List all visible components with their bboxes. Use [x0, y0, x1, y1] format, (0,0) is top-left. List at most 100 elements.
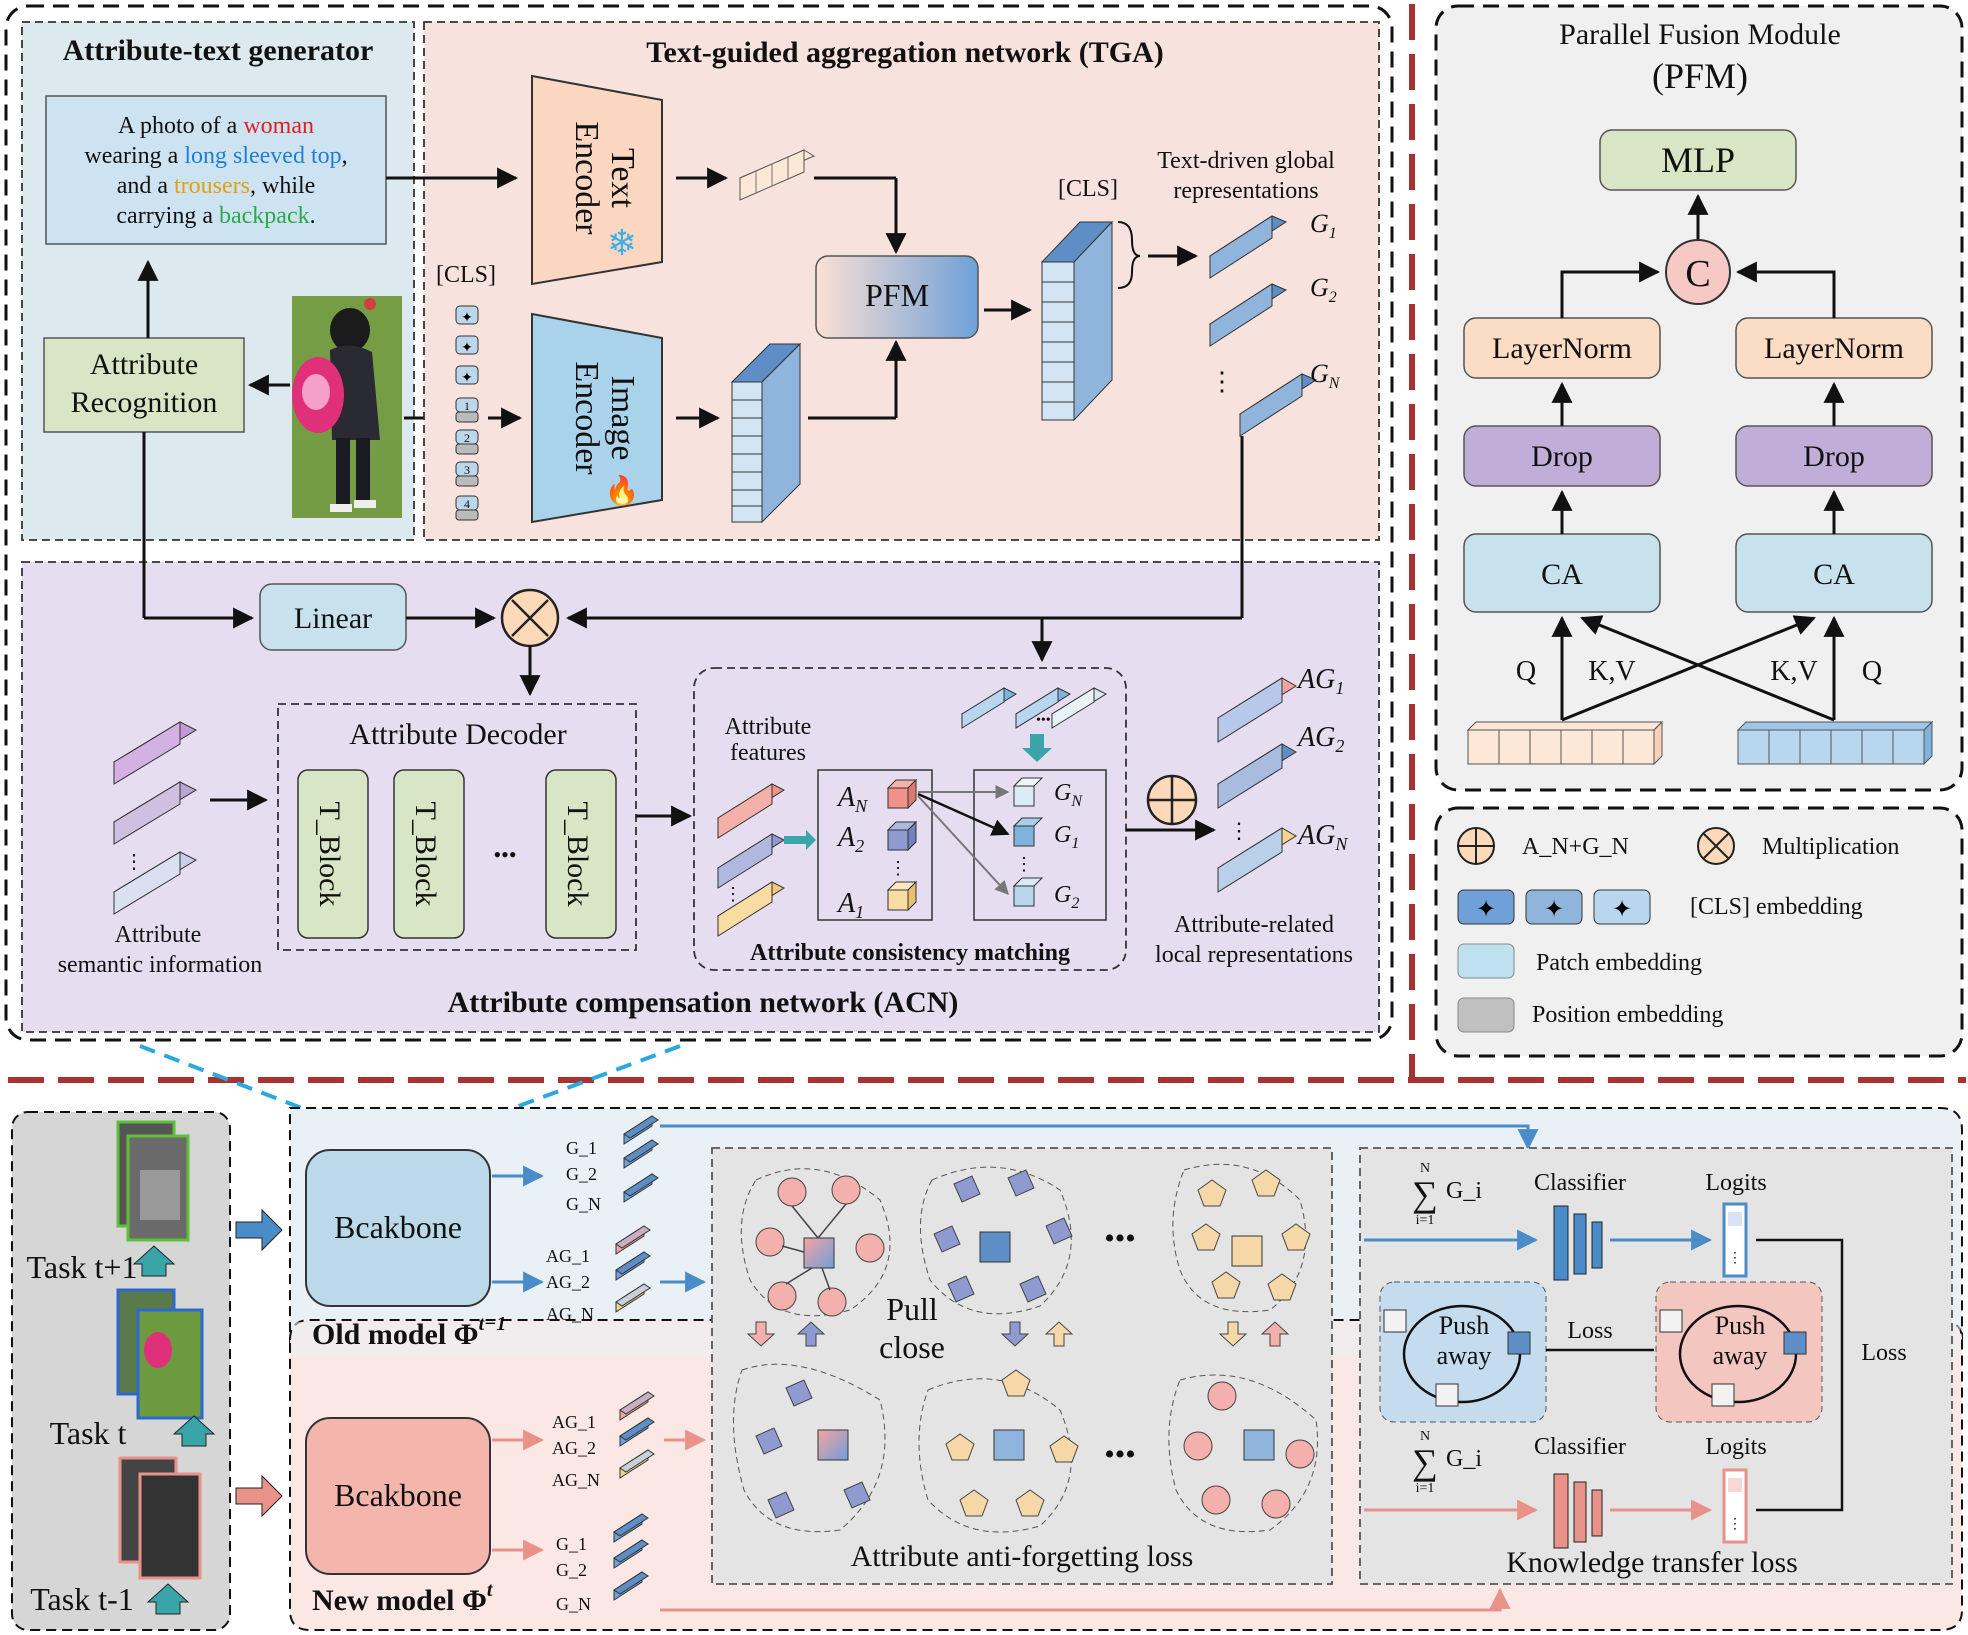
t-block-label: T_Block — [409, 802, 442, 907]
ca-label: CA — [1541, 558, 1583, 591]
cluster-diamonds-top — [933, 1169, 1073, 1303]
q-label: Q — [1516, 656, 1536, 687]
ca-label: CA — [1813, 558, 1855, 591]
layernorm-label: LayerNorm — [1492, 332, 1632, 365]
t-block-n — [545, 769, 617, 939]
cluster-pentagons-top — [1191, 1169, 1311, 1301]
cube-icon — [1383, 1309, 1407, 1333]
g-small-label: G_N — [556, 1594, 591, 1614]
logits-label: Logits — [1705, 1170, 1766, 1196]
loss-label: Loss — [1567, 1318, 1612, 1344]
image-encoder-label: Encoder — [568, 361, 605, 475]
cls-label: [CLS] — [436, 262, 496, 288]
arrow — [917, 792, 1010, 836]
g-box — [973, 769, 1107, 921]
cluster-circles-bottom — [1183, 1381, 1315, 1519]
g-letter: G — [1310, 273, 1329, 302]
g-letter: G — [1054, 882, 1071, 908]
sum-term: G_i — [1446, 1178, 1482, 1204]
a-letter: A — [836, 888, 856, 919]
center-cube — [1243, 1429, 1275, 1461]
pfm-title-2: (PFM) — [1652, 56, 1748, 96]
old-backbone-label: Bcakbone — [334, 1209, 462, 1245]
center-cube — [817, 1429, 849, 1461]
new-backbone-label: Bcakbone — [334, 1477, 462, 1513]
mlp-box — [1599, 129, 1797, 191]
cls-legend-label: [CLS] embedding — [1690, 894, 1863, 920]
task-images-t1 — [116, 1120, 190, 1242]
new-model-text: New model Φ — [312, 1584, 487, 1617]
old-classifier — [1553, 1205, 1603, 1281]
teal-arrow — [784, 830, 816, 850]
caption-box — [45, 95, 387, 245]
ellipsis: ••• — [1104, 1438, 1136, 1471]
loss-bracket — [1756, 1238, 1844, 1512]
global-rep-label: Text-driven global — [1157, 148, 1335, 174]
global-vector-g2 — [1208, 283, 1288, 347]
caption-part: A photo of a — [118, 113, 243, 139]
cluster — [733, 1363, 886, 1533]
classifier-label: Classifier — [1534, 1434, 1626, 1460]
dots: ⋮ — [724, 884, 742, 904]
pull-close-label: close — [879, 1329, 945, 1365]
g-sub: 2 — [1329, 289, 1337, 306]
ag2-label: AG2 — [1296, 722, 1344, 756]
caption-word-trousers: trousers — [174, 173, 250, 199]
text-token-strip — [1466, 720, 1664, 766]
concat-node — [1665, 239, 1731, 305]
attr-recognition-label: Attribute — [90, 348, 198, 381]
dots: ⋮ — [889, 858, 907, 878]
old-model-label: Old model Φt−1 — [312, 1313, 506, 1351]
sum-symbol: ∑ — [1412, 1442, 1438, 1482]
new-classifier — [1553, 1473, 1603, 1549]
task-label: Task t+1 — [27, 1249, 138, 1285]
person-photo — [292, 296, 402, 518]
caption-part: wearing a — [84, 143, 184, 169]
g-letter: G — [1310, 359, 1329, 388]
g-sub: N — [1328, 375, 1341, 392]
arrow — [1580, 615, 1835, 722]
cls-embedding-icon: ✦ ✦ ✦ — [1457, 889, 1651, 925]
svg-text:✦: ✦ — [461, 341, 473, 356]
g-sub: 1 — [1329, 225, 1337, 242]
old-model-text: Old model Φ — [312, 1318, 479, 1351]
svg-text:✦: ✦ — [1476, 897, 1496, 923]
cluster-diamonds-bottom — [755, 1379, 871, 1519]
text-embedding-vector — [738, 149, 816, 201]
old-g-vectors — [623, 1115, 659, 1203]
caption-part: , while — [250, 173, 315, 199]
g2-label: G2 — [1310, 273, 1337, 306]
old-ag-vectors — [615, 1225, 651, 1313]
matching-title: Attribute consistency matching — [750, 940, 1070, 966]
new-input-arrow — [235, 1474, 283, 1518]
caption-word-backpack: backpack — [219, 203, 310, 229]
svg-text:✦: ✦ — [461, 371, 473, 386]
layernorm-label: LayerNorm — [1764, 332, 1904, 365]
legend-panel — [1434, 806, 1964, 1058]
g-small-label: G_2 — [566, 1164, 597, 1184]
g-letter: G — [1310, 209, 1329, 238]
anti-forgetting-label: Attribute anti-forgetting loss — [851, 1540, 1194, 1573]
gn-label: GN — [1310, 359, 1341, 392]
classifier-label: Classifier — [1534, 1170, 1626, 1196]
dots: ⋮ — [1209, 367, 1235, 396]
cluster-pentagons-bottom — [945, 1369, 1079, 1517]
concat-label: C — [1685, 253, 1710, 295]
pfm-label: PFM — [865, 277, 929, 313]
pull-close-label: Pull — [886, 1291, 938, 1327]
image-feature-block — [730, 342, 802, 524]
task-label: Task t — [50, 1415, 127, 1451]
t-block-2 — [393, 769, 465, 939]
tga-title: Text-guided aggregation network (TGA) — [646, 36, 1164, 69]
a-sub: N — [854, 796, 868, 816]
task-up-arrow — [132, 1245, 176, 1277]
patch-number: 3 — [464, 463, 470, 477]
global-vector-gn — [1238, 373, 1318, 437]
svg-text:⋮: ⋮ — [1728, 1251, 1742, 1266]
dots: ⋮ — [1015, 854, 1033, 874]
local-rep-label: local representations — [1155, 942, 1353, 968]
caption-line-4: carrying a backpack. — [116, 203, 315, 229]
sum-term: G_i — [1446, 1446, 1482, 1472]
cube-icon — [1711, 1383, 1735, 1407]
